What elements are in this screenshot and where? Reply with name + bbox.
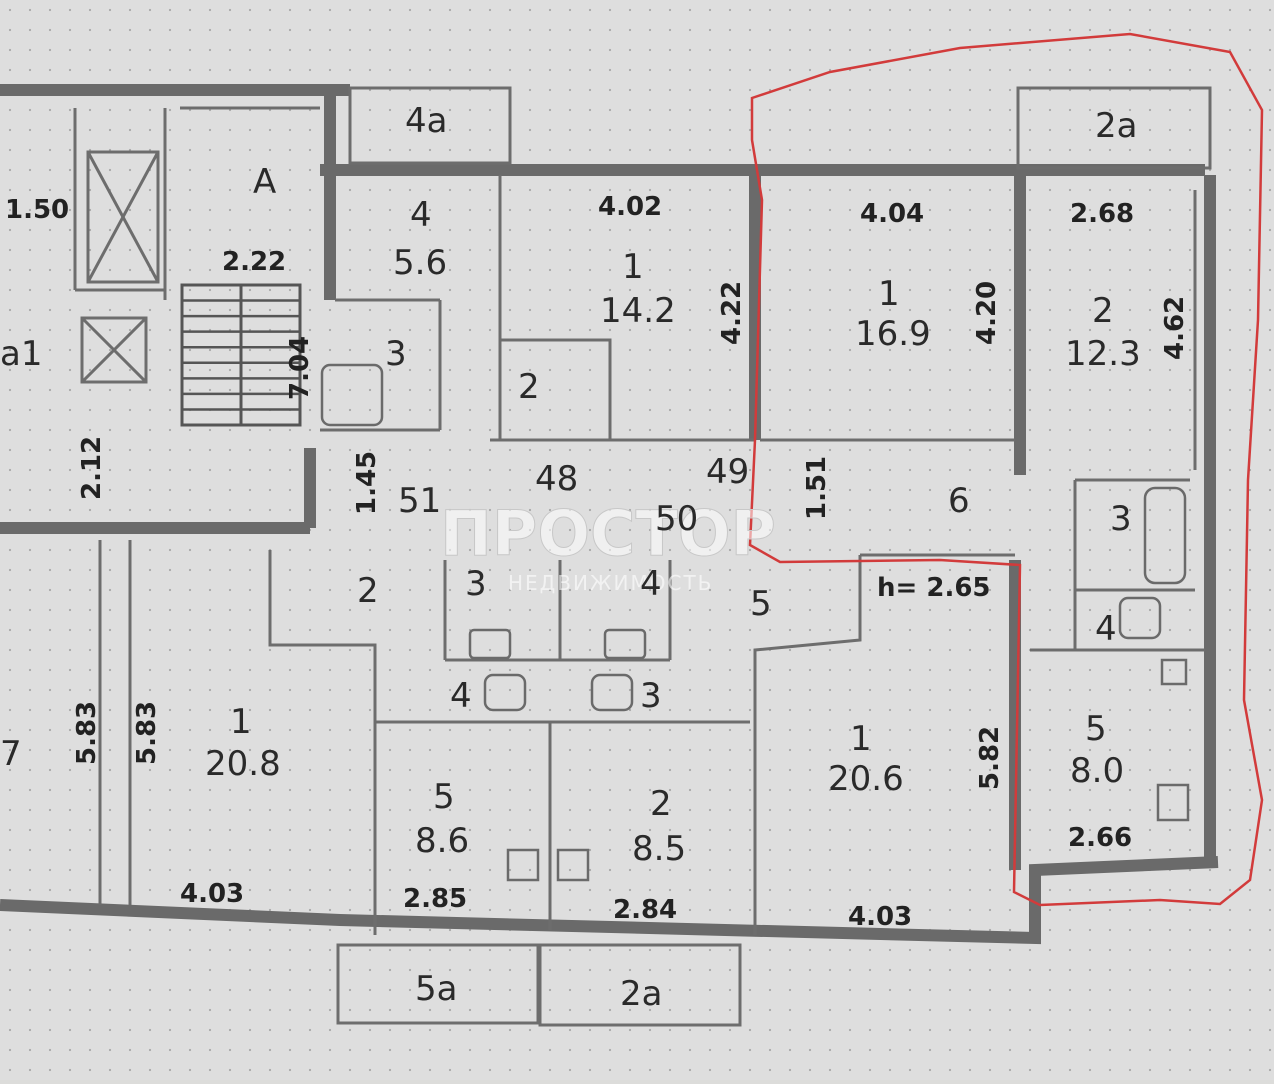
dimension-4-22: 4.22 — [717, 281, 747, 345]
dimension-2-84: 2.84 — [613, 895, 677, 925]
elevator-shafts — [80, 150, 160, 384]
room-area-1-left-big: 20.8 — [205, 744, 281, 784]
room-label-4-right: 4 — [1095, 609, 1117, 649]
room-area-1-big: 20.6 — [828, 759, 904, 799]
room-label-5-bottom: 5 — [433, 777, 455, 817]
room-label-4-lower: 4 — [640, 564, 662, 604]
highlighted-apartment-outline — [748, 32, 1264, 907]
room-label-stairs-a: А — [253, 162, 276, 202]
dimension-4-62: 4.62 — [1160, 296, 1190, 360]
room-area-2-right: 12.3 — [1065, 334, 1141, 374]
watermark-subtitle: НЕДВИЖИМОСТЬ — [508, 571, 713, 595]
room-area-1-left: 14.2 — [600, 291, 676, 331]
dimension-1-45: 1.45 — [352, 451, 382, 515]
room-area-5-bottom: 8.6 — [415, 821, 469, 861]
dimension-2-66: 2.66 — [1068, 823, 1132, 853]
dimension-4-03-left: 4.03 — [180, 879, 244, 909]
room-label-5-hall: 5 — [750, 584, 772, 624]
watermark-brand: ПРОСТОР — [440, 497, 776, 570]
room-area-5-right: 8.0 — [1070, 751, 1124, 791]
corridor-number-51: 51 — [398, 481, 441, 521]
room-label-4: 4 — [410, 195, 432, 235]
room-label-1-big: 1 — [850, 719, 872, 759]
room-area-4: 5.6 — [393, 243, 447, 283]
room-label-4a: 4а — [405, 101, 447, 141]
room-label-3-wc: 3 — [640, 676, 662, 716]
room-label-2-right: 2 — [1092, 291, 1114, 331]
corridor-number-48: 48 — [535, 459, 578, 499]
room-label-2-bottom: 2 — [650, 784, 672, 824]
dimension-1-51: 1.51 — [802, 456, 832, 520]
dimension-7-04: 7.04 — [285, 336, 315, 400]
dimension-2-22: 2.22 — [222, 247, 286, 277]
room-area-1-mid: 16.9 — [855, 314, 931, 354]
room-label-1-left: 1 — [622, 247, 644, 287]
room-label-2a-bottom: 2а — [620, 974, 662, 1014]
staircase — [180, 283, 302, 427]
dimension-4-04: 4.04 — [860, 199, 924, 229]
room-label-1-mid: 1 — [878, 274, 900, 314]
room-label-5a: 5а — [415, 969, 457, 1009]
dimension-4-02: 4.02 — [598, 192, 662, 222]
dimension-2-68: 2.68 — [1070, 199, 1134, 229]
room-label-5-right: 5 — [1085, 709, 1107, 749]
room-label-2-lower: 2 — [357, 571, 379, 611]
room-label-3-lower: 3 — [465, 564, 487, 604]
corridor-number-49: 49 — [706, 452, 749, 492]
edge-label-7: 7 — [0, 734, 22, 774]
partitions — [73, 106, 1205, 935]
dimension-labels: 1.50 2.22 7.04 2.12 1.45 4.02 4.22 4.04 … — [5, 192, 1190, 932]
dimension-5-83-b: 5.83 — [132, 701, 162, 765]
dimension-1-50: 1.50 — [5, 195, 69, 225]
room-label-3-right: 3 — [1110, 499, 1132, 539]
dimension-4-03-right: 4.03 — [848, 902, 912, 932]
room-label-2-corridor: 2 — [518, 367, 540, 407]
dimension-4-20: 4.20 — [972, 281, 1002, 345]
dimension-5-82: 5.82 — [975, 726, 1005, 790]
plumbing-fixtures — [320, 363, 1190, 882]
corridor-number-50: 50 — [655, 499, 698, 539]
room-label-3-bath-top: 3 — [385, 334, 407, 374]
dimension-5-83-a: 5.83 — [72, 701, 102, 765]
room-label-1-left-big: 1 — [230, 702, 252, 742]
ceiling-height: h= 2.65 — [877, 573, 991, 603]
room-label-4-wc: 4 — [450, 676, 472, 716]
room-label-6: 6 — [948, 481, 970, 521]
dimension-2-12: 2.12 — [77, 436, 107, 500]
dimension-2-85: 2.85 — [403, 884, 467, 914]
edge-label-a1: a1 — [0, 334, 42, 374]
room-label-2a-top: 2а — [1095, 106, 1137, 146]
room-area-2-bottom: 8.5 — [632, 829, 686, 869]
room-labels: 4а 2а 5а 2а А 4 5.6 1 14.2 3 2 1 16.9 2 … — [0, 101, 1141, 1014]
balconies — [336, 86, 1212, 1027]
